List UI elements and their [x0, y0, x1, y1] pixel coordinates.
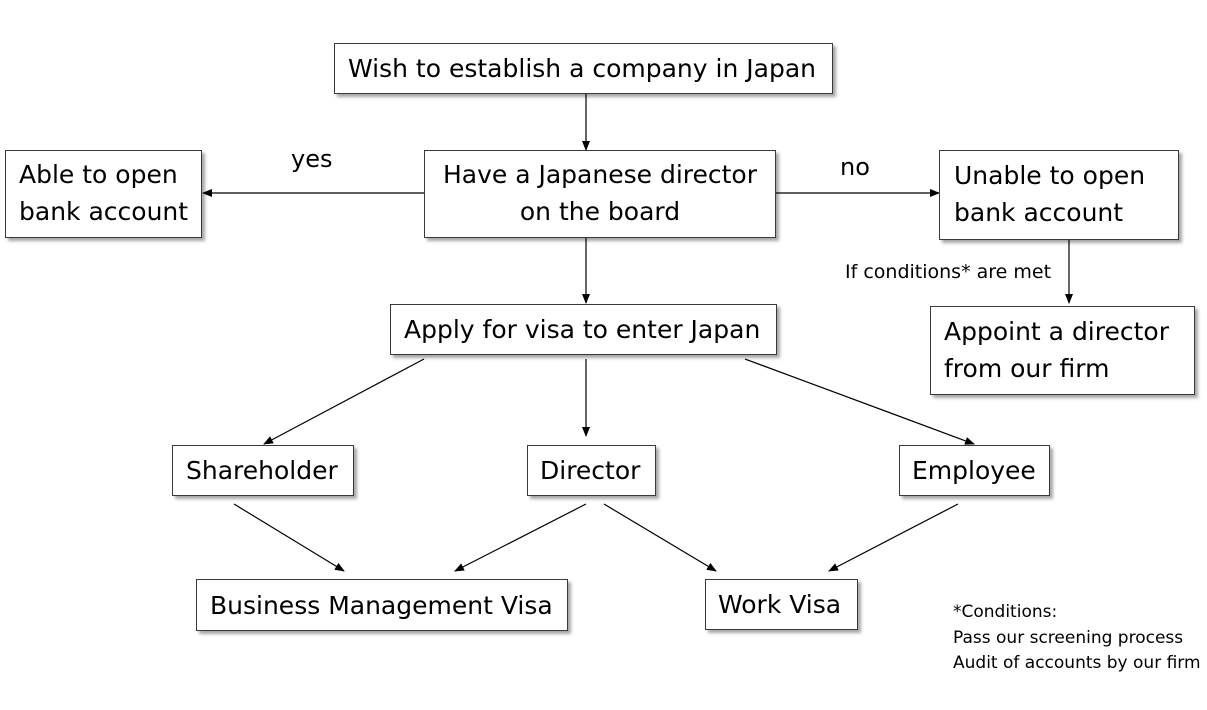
node-unable-line-2: bank account [954, 198, 1124, 227]
edge-label-yes: yes [291, 145, 333, 173]
node-director: Director [527, 445, 656, 496]
edge-label-no: no [840, 153, 870, 181]
node-employee: Employee [899, 445, 1050, 496]
conditions-note-item-1: Pass our screening process [953, 627, 1184, 648]
node-appoint-line-2: from our firm [944, 354, 1110, 383]
node-employee-label: Employee [912, 456, 1036, 485]
node-wish-label: Wish to establish a company in Japan [348, 54, 816, 83]
conditions-note-title: *Conditions: [953, 602, 1058, 622]
arrow-shareholder-to-business-visa [233, 503, 345, 572]
node-appoint-director: Appoint a director from our firm [930, 306, 1195, 395]
node-japanese-director-question: Have a Japanese director on the board [424, 150, 776, 238]
node-business-visa-label: Business Management Visa [210, 591, 553, 620]
arrow-director-to-business-visa [454, 503, 587, 572]
conditions-note: *Conditions: Pass our screening process … [953, 600, 1201, 677]
arrow-apply-to-employee [744, 358, 975, 445]
node-unable-to-open-account: Unable to open bank account [939, 150, 1179, 240]
node-apply-label: Apply for visa to enter Japan [404, 315, 761, 344]
edge-label-conditions-met: If conditions* are met [845, 261, 1052, 283]
node-apply-for-visa: Apply for visa to enter Japan [390, 304, 777, 355]
arrow-director-to-work-visa [603, 503, 717, 572]
node-able-line-1: Able to open [19, 160, 178, 189]
arrow-employee-to-work-visa [828, 503, 959, 572]
node-work-visa: Work Visa [705, 579, 858, 630]
node-business-management-visa: Business Management Visa [196, 579, 568, 631]
node-shareholder: Shareholder [172, 445, 354, 496]
node-appoint-line-1: Appoint a director [944, 317, 1169, 346]
node-japanese-director-line-1: Have a Japanese director [442, 160, 757, 189]
arrow-apply-to-shareholder [263, 358, 425, 445]
node-work-visa-label: Work Visa [718, 590, 842, 619]
node-able-line-2: bank account [19, 197, 189, 226]
node-director-label: Director [540, 456, 641, 485]
node-shareholder-label: Shareholder [186, 456, 338, 485]
node-unable-line-1: Unable to open [954, 161, 1146, 190]
conditions-note-item-2: Audit of accounts by our firm [953, 653, 1201, 673]
node-japanese-director-line-2: on the board [519, 197, 681, 226]
node-able-to-open-account: Able to open bank account [5, 150, 202, 238]
node-wish-establish-company: Wish to establish a company in Japan [334, 43, 833, 94]
